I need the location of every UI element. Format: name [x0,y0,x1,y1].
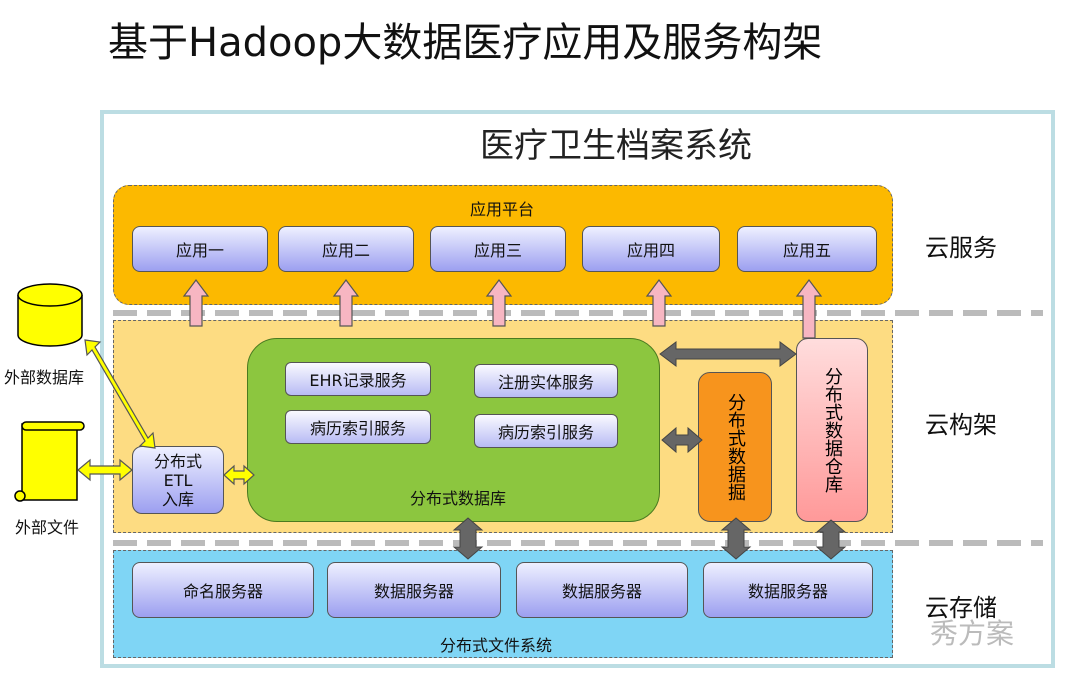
app-platform-label: 应用平台 [470,200,535,219]
etl-line: 入库 [161,489,194,509]
data-server-1[interactable]: 数据服务器 [327,562,501,618]
data-warehouse-box[interactable]: 分布式数据仓库 [796,338,868,522]
layer-cloud-storage: 云存储 [925,594,997,622]
etl-line: ETL [163,470,193,490]
external-file-icon [14,421,85,502]
ehr-service[interactable]: EHR记录服务 [285,362,431,396]
divider [113,310,1043,316]
record-index-service-2[interactable]: 病历索引服务 [474,414,618,448]
etl-box[interactable]: 分布式 ETL 入库 [132,446,224,514]
grey-arrows [452,341,847,560]
app-1[interactable]: 应用一 [132,226,268,272]
layer-cloud-service: 云服务 [925,234,997,262]
watermark: 秀方案 [930,617,1015,650]
up-arrows [182,279,823,339]
layer-cloud-architecture: 云构架 [925,411,997,439]
external-database-label: 外部数据库 [4,368,85,387]
record-index-service[interactable]: 病历索引服务 [285,410,431,444]
file-system-label: 分布式文件系统 [440,636,553,655]
etl-line: 分布式 [153,451,202,471]
distributed-database-label: 分布式数据库 [410,489,507,508]
data-server-3[interactable]: 数据服务器 [703,562,873,618]
system-frame [100,110,1055,668]
external-database-icon [17,283,83,347]
divider [113,540,1043,546]
app-4[interactable]: 应用四 [582,226,720,272]
yellow-arrows [77,339,255,486]
external-file-label: 外部文件 [15,518,80,537]
file-etl-arrow [77,458,133,482]
page-title: 基于Hadoop大数据医疗应用及服务构架 [108,20,823,66]
data-server-2[interactable]: 数据服务器 [516,562,688,618]
data-mining-box[interactable]: 分布式数据掘 [698,372,772,522]
registration-service[interactable]: 注册实体服务 [474,364,618,398]
app-3[interactable]: 应用三 [430,226,566,272]
etl-db-arrow [223,464,255,486]
app-5[interactable]: 应用五 [737,226,877,272]
app-2[interactable]: 应用二 [278,226,414,272]
system-title: 医疗卫生档案系统 [480,126,752,166]
db-etl-arrow [84,339,156,449]
name-server[interactable]: 命名服务器 [132,562,314,618]
